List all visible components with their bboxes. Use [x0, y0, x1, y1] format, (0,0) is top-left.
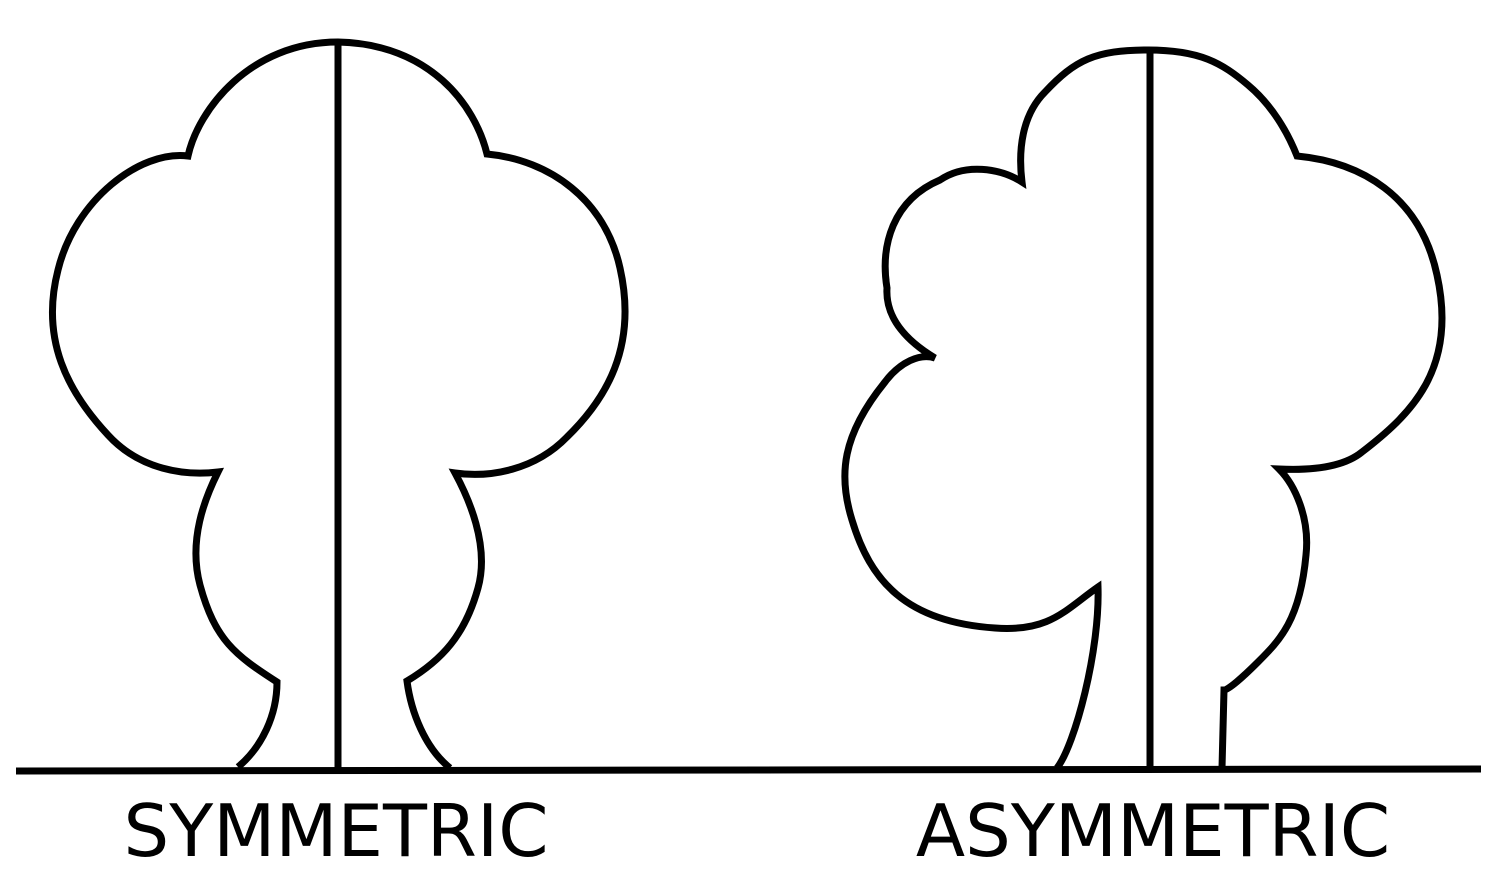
symmetric-tree-outline: [48, 38, 629, 771]
asymmetric-label: ASYMMETRIC: [916, 789, 1390, 870]
symmetric-tree: [48, 38, 629, 771]
asymmetric-tree: [841, 46, 1446, 771]
asymmetric-tree-outline: [841, 46, 1446, 771]
symmetric-label: SYMMETRIC: [124, 789, 549, 870]
ground-line: [15, 765, 1482, 775]
